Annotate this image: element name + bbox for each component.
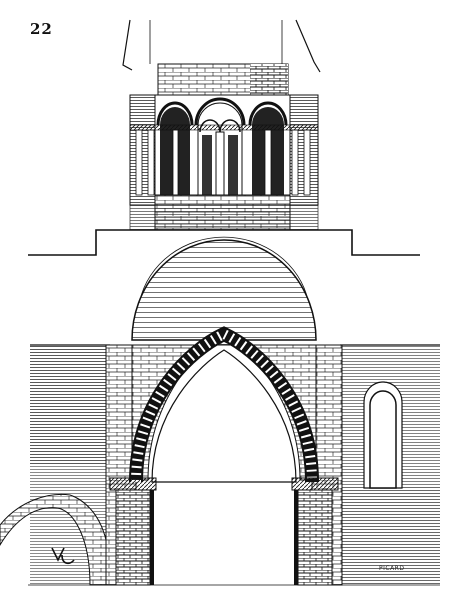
side-window: [363, 381, 403, 489]
dome: [131, 236, 317, 341]
plate-number: 22: [30, 20, 53, 38]
monogram-mark: [51, 547, 75, 565]
engraver-signature: PICARD: [379, 565, 405, 572]
pointed-arch: [105, 326, 343, 586]
belfry-arcade: [129, 97, 319, 196]
belfry: [28, 19, 420, 256]
nave-walls: [30, 344, 440, 585]
